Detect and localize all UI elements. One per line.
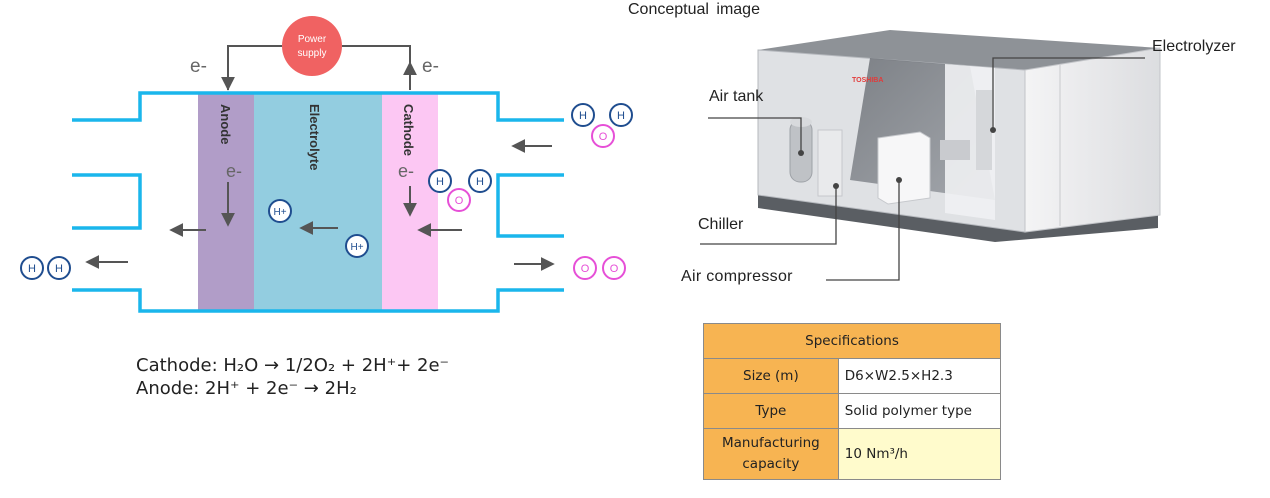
- air-tank-label: Air tank: [709, 88, 764, 105]
- power-supply-label-2: supply: [298, 48, 327, 59]
- hydrogen-molecule-output: H H: [20, 256, 71, 280]
- svg-text:O: O: [581, 263, 590, 275]
- svg-text:H: H: [617, 110, 625, 122]
- hydrogen-ion-1: H+: [268, 199, 292, 223]
- svg-text:H: H: [579, 110, 587, 122]
- svg-text:H: H: [436, 176, 444, 188]
- label-leader-lines: [700, 57, 1145, 281]
- brand-logo: TOSHIBA: [852, 77, 883, 84]
- spec-value-size: D6×W2.5×H2.3: [837, 358, 1002, 394]
- water-molecule-cathode: H H O: [428, 169, 492, 212]
- power-supply-label-1: Power: [298, 34, 327, 45]
- cathode-label: Cathode: [401, 104, 416, 156]
- electron-label-left: e-: [190, 56, 207, 77]
- svg-text:H: H: [28, 263, 36, 275]
- svg-text:H: H: [476, 176, 484, 188]
- chiller-label: Chiller: [698, 216, 744, 233]
- anode-layer: [198, 93, 254, 311]
- electrolyzer-unit-illustration: TOSHIBA: [757, 30, 1161, 242]
- table-row: Manufacturing capacity 10 Nm³/h: [703, 428, 1002, 480]
- electrolysis-cell-diagram: Power supply e- e- e- e- Anode Electroly…: [20, 16, 633, 313]
- reaction-equations: Cathode: H₂O → 1/2O₂ + 2H⁺+ 2e⁻ Anode: 2…: [136, 354, 449, 400]
- conceptual-image-caption: Conceptual image: [628, 1, 760, 18]
- water-molecule-input: H H O: [571, 103, 633, 148]
- spec-value-type: Solid polymer type: [837, 393, 1002, 429]
- svg-text:H+: H+: [350, 242, 363, 253]
- oxygen-molecule-output: O O: [573, 256, 626, 280]
- air-compressor-label: Air compressor: [681, 268, 793, 285]
- spec-label-capacity: Manufacturing capacity: [703, 428, 839, 480]
- spec-value-capacity: 10 Nm³/h: [837, 428, 1002, 480]
- specifications-header-row: Specifications: [703, 323, 1001, 359]
- anode-label: Anode: [218, 104, 233, 144]
- cathode-equation: Cathode: H₂O → 1/2O₂ + 2H⁺+ 2e⁻: [136, 355, 450, 376]
- svg-text:O: O: [599, 131, 608, 143]
- cell-housing: [72, 91, 564, 313]
- svg-text:H: H: [55, 263, 63, 275]
- power-supply: [282, 16, 342, 76]
- table-row: Type Solid polymer type: [703, 393, 1002, 429]
- specifications-table: Specifications Size (m) D6×W2.5×H2.3 Typ…: [703, 323, 1002, 480]
- svg-text:O: O: [610, 263, 619, 275]
- hydrogen-ion-2: H+: [345, 234, 369, 258]
- electron-label-anode: e-: [226, 161, 242, 181]
- spec-label-type: Type: [703, 393, 839, 429]
- electrolyzer-label: Electrolyzer: [1152, 38, 1236, 55]
- anode-equation: Anode: 2H⁺ + 2e⁻ → 2H₂: [136, 378, 357, 399]
- svg-text:H+: H+: [273, 207, 286, 218]
- table-row: Size (m) D6×W2.5×H2.3: [703, 358, 1002, 394]
- spec-label-size: Size (m): [703, 358, 839, 394]
- electrolyte-label: Electrolyte: [307, 104, 322, 170]
- electron-label-right: e-: [422, 56, 439, 77]
- specifications-header: Specifications: [703, 323, 1001, 359]
- svg-text:O: O: [455, 195, 464, 207]
- electron-label-cathode: e-: [398, 161, 414, 181]
